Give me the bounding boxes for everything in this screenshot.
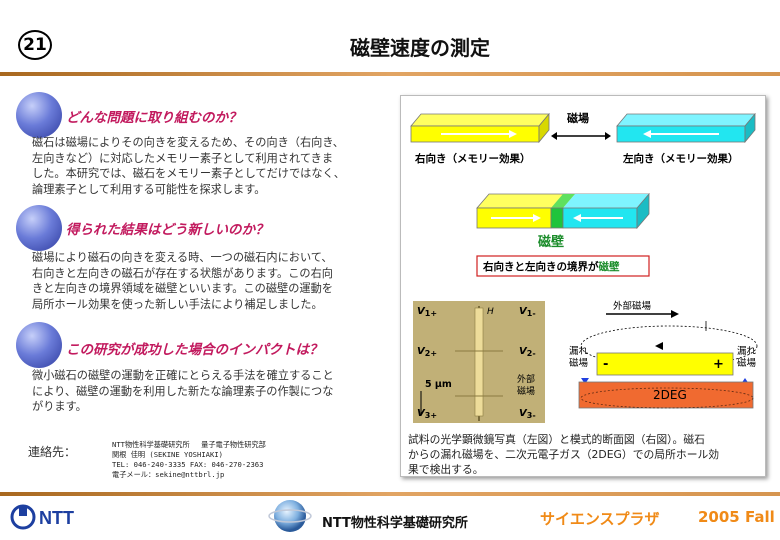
caption-line: 試料の光学顕微鏡写真（左図）と模式的断面図（右図）。磁石 — [408, 433, 705, 446]
svg-text:磁場: 磁場 — [517, 385, 535, 397]
field-double-arrow-icon — [551, 132, 611, 140]
ntt-logo: NTT — [10, 503, 100, 535]
body-line: した。本研究では、磁石をメモリー素子としてだけではなく、 — [32, 167, 345, 180]
svg-text:+: + — [713, 357, 724, 372]
svg-text:V2+: V2+ — [417, 346, 437, 358]
body-line: 左向きなど）に対応したメモリー素子として利用されてきま — [32, 151, 334, 165]
body-line: がります。 — [32, 400, 87, 413]
ntt-logo-icon — [10, 504, 36, 530]
wall-label: 磁壁 — [538, 234, 564, 250]
contact-line: NTT物性科学基礎研究所 量子電子物性研究部 — [112, 440, 266, 449]
svg-text:V1+: V1+ — [417, 306, 437, 318]
header-divider — [0, 72, 780, 76]
svg-text:V1-: V1- — [519, 306, 536, 318]
footer-year: 2005 Fall — [698, 508, 775, 526]
section-body: 磁場により磁石の向きを変える時、一つの磁石内において、 右向きと左向きの磁石が存… — [32, 250, 333, 312]
section-bullet-icon — [16, 92, 62, 138]
caption-line: からの漏れ磁場を、二次元電子ガス（2DEG）での局所ホール効 — [408, 448, 720, 461]
domain-wall-magnet — [476, 192, 650, 230]
magnet-cross-section — [596, 352, 734, 376]
microscope-photo — [413, 301, 545, 423]
body-line: きと左向きの境界領域を磁壁といいます。この磁壁の運動を — [32, 282, 333, 295]
right-magnet — [410, 112, 550, 144]
section-heading: この研究が成功した場合のインパクトは？ — [66, 342, 323, 358]
body-line: 磁場により磁石の向きを変える時、一つの磁石内において、 — [32, 251, 333, 264]
figure-panel: 磁場 右向き（メモリー効果） 左向き（メモリー効果） 磁壁 — [400, 95, 766, 477]
svg-text:V3+: V3+ — [417, 408, 437, 420]
svg-text:漏れ: 漏れ — [737, 345, 757, 357]
body-line: 局所ホール効果を使った新しい手法により補足しました。 — [32, 297, 323, 311]
svg-text:磁場: 磁場 — [737, 357, 757, 369]
body-line: 微小磁石の磁壁の運動を正確にとらえる手法を確立すること — [32, 369, 334, 382]
2deg-label: 2DEG — [653, 388, 687, 402]
svg-text:H: H — [487, 307, 494, 317]
body-line: 右向きと左向きの磁石が存在する状態があります。この右向 — [32, 266, 333, 280]
section-body: 微小磁石の磁壁の運動を正確にとらえる手法を確立すること により、磁壁の運動を利用… — [32, 368, 334, 415]
external-field-label: 外部磁場 — [613, 300, 652, 312]
left-magnet — [616, 112, 756, 144]
section-heading: どんな問題に取り組むのか？ — [66, 110, 242, 126]
figure-caption: 試料の光学顕微鏡写真（左図）と模式的断面図（右図）。磁石 からの漏れ磁場を、二次… — [408, 432, 758, 477]
svg-text:磁場: 磁場 — [569, 357, 589, 369]
svg-text:NTT: NTT — [39, 508, 74, 528]
svg-text:外部: 外部 — [517, 373, 535, 385]
boundary-box — [476, 255, 650, 277]
contact-line: 関根 佳明 (SEKINE YOSHIAKI) — [112, 450, 223, 459]
page-title: 磁壁速度の測定 — [350, 36, 490, 60]
figure-diagram: 磁場 右向き（メモリー効果） 左向き（メモリー効果） 磁壁 — [410, 111, 758, 423]
svg-text:5 μm: 5 μm — [425, 379, 452, 390]
field-label: 磁場 — [567, 111, 589, 125]
section-bullet-icon — [16, 322, 62, 368]
body-line: 論理素子として利用する可能性を探求します。 — [32, 182, 266, 196]
2deg-layer — [578, 381, 754, 409]
caption-line: 果で検出する。 — [408, 463, 484, 476]
svg-text:-: - — [603, 357, 608, 372]
contact-label: 連絡先： — [28, 445, 77, 459]
body-line: 磁石は磁場によりその向きを変えるため、その向き（右向き、 — [32, 136, 344, 149]
footer-organization: NTT物性科学基礎研究所 — [322, 516, 468, 531]
globe-logo-icon — [268, 500, 312, 532]
body-line: により、磁壁の運動を利用した新たな論理素子の作製につな — [32, 384, 334, 398]
contact-info: NTT物性科学基礎研究所 量子電子物性研究部 関根 佳明 (SEKINE YOS… — [112, 440, 266, 480]
leak-field-left-icon — [581, 378, 589, 384]
svg-text:V2-: V2- — [519, 346, 536, 358]
contact-line: 電子メール：sekine@nttbrl.jp — [112, 470, 225, 479]
boundary-text: 右向きと左向きの境界が磁壁 — [482, 260, 620, 273]
footer-event: サイエンスプラザ — [540, 510, 660, 528]
slide-number-badge: 21 — [18, 30, 52, 60]
section-body: 磁石は磁場によりその向きを変えるため、その向き（右向き、 左向きなど）に対応した… — [32, 135, 345, 197]
footer-divider — [0, 492, 780, 496]
left-magnet-label: 左向き（メモリー効果） — [622, 152, 739, 165]
section-heading: 得られた結果はどう新しいのか？ — [66, 222, 269, 238]
svg-text:漏れ: 漏れ — [569, 345, 589, 357]
section-bullet-icon — [16, 205, 62, 251]
contact-line: TEL: 046-240-3335 FAX: 046-270-2363 — [112, 460, 264, 469]
right-magnet-label: 右向き（メモリー効果） — [414, 152, 531, 165]
svg-text:V3-: V3- — [519, 408, 536, 420]
